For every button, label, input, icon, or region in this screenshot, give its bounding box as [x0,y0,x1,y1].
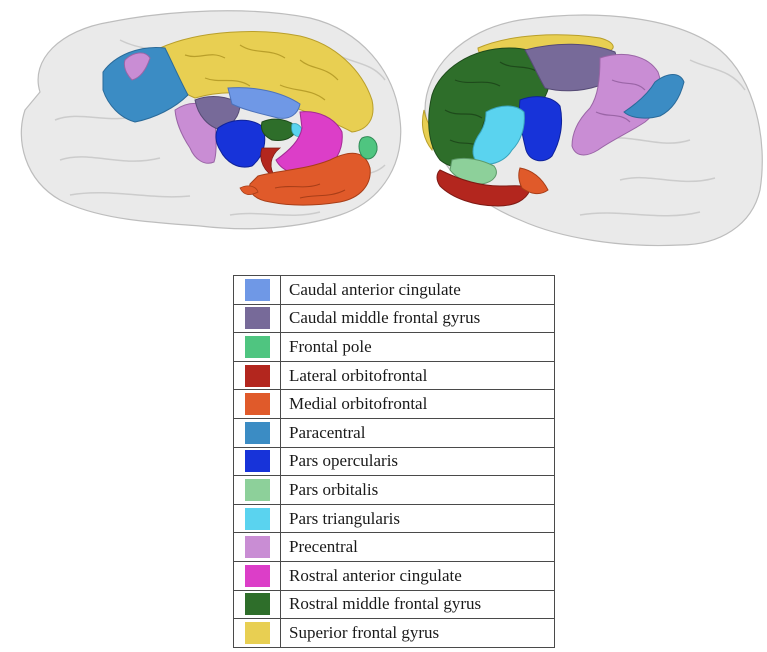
legend-label: Frontal pole [281,333,555,362]
legend-label: Paracentral [281,418,555,447]
legend-color-swatch [245,307,270,329]
legend-swatch-cell [234,561,281,590]
legend-swatch-cell [234,447,281,476]
right-brain-view [422,15,762,245]
legend-swatch-cell [234,476,281,505]
legend-swatch-cell [234,418,281,447]
legend-swatch-cell [234,333,281,362]
legend-color-swatch [245,422,270,444]
legend-label: Caudal anterior cingulate [281,276,555,305]
legend-row: Paracentral [234,418,555,447]
legend-swatch-cell [234,304,281,333]
legend-label: Caudal middle frontal gyrus [281,304,555,333]
legend-color-swatch [245,593,270,615]
legend-label: Precentral [281,533,555,562]
legend-row: Pars orbitalis [234,476,555,505]
legend-swatch-cell [234,533,281,562]
legend-color-swatch [245,622,270,644]
legend-label: Rostral anterior cingulate [281,561,555,590]
legend-color-swatch [245,365,270,387]
legend-swatch-cell [234,276,281,305]
legend-row: Pars opercularis [234,447,555,476]
legend-swatch-cell [234,504,281,533]
legend-swatch-cell [234,590,281,619]
legend-label: Medial orbitofrontal [281,390,555,419]
legend-swatch-cell [234,390,281,419]
left-frontal-pole-region [359,137,377,159]
legend-row: Frontal pole [234,333,555,362]
legend-color-swatch [245,279,270,301]
legend-row: Rostral middle frontal gyrus [234,590,555,619]
legend-color-swatch [245,393,270,415]
legend-swatch-cell [234,619,281,648]
legend-color-swatch [245,336,270,358]
legend-row: Caudal middle frontal gyrus [234,304,555,333]
legend-label: Rostral middle frontal gyrus [281,590,555,619]
legend-color-swatch [245,479,270,501]
legend-label: Pars opercularis [281,447,555,476]
legend-row: Rostral anterior cingulate [234,561,555,590]
legend-row: Pars triangularis [234,504,555,533]
legend-row: Precentral [234,533,555,562]
legend-swatch-cell [234,361,281,390]
legend-color-swatch [245,450,270,472]
legend-label: Pars triangularis [281,504,555,533]
legend-color-swatch [245,565,270,587]
legend-row: Caudal anterior cingulate [234,276,555,305]
legend-row: Medial orbitofrontal [234,390,555,419]
legend-row: Lateral orbitofrontal [234,361,555,390]
left-brain-view [21,11,400,229]
legend-label: Superior frontal gyrus [281,619,555,648]
legend-color-swatch [245,536,270,558]
legend-row: Superior frontal gyrus [234,619,555,648]
legend-color-swatch [245,508,270,530]
legend-label: Pars orbitalis [281,476,555,505]
brain-renderings [0,0,767,260]
legend-label: Lateral orbitofrontal [281,361,555,390]
